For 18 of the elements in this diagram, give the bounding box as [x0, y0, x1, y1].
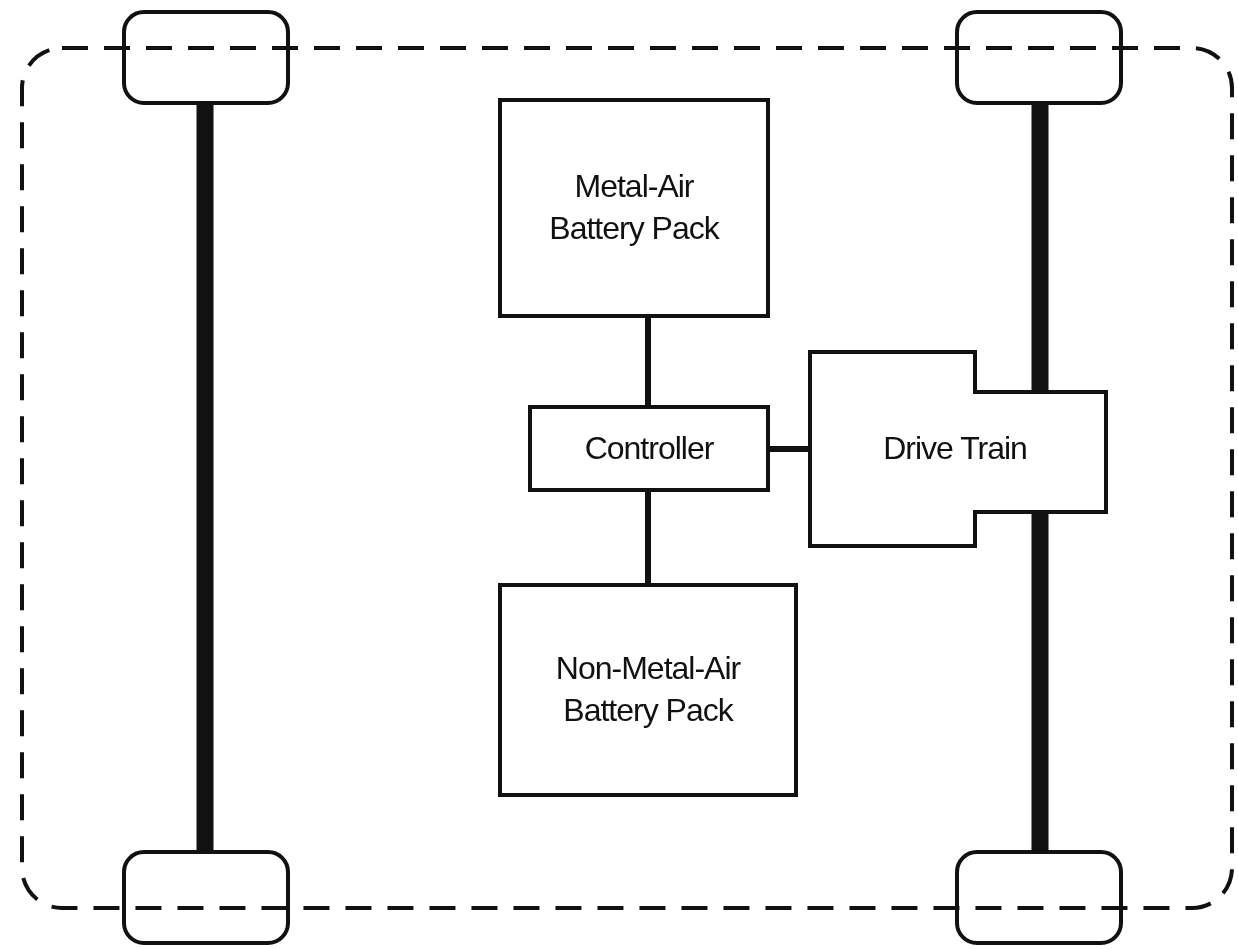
component-label: Controller [584, 428, 714, 468]
wheel [122, 10, 290, 105]
wheel [122, 850, 290, 945]
axle-line [1031, 512, 1049, 850]
component-box [498, 583, 798, 797]
component-label: Drive Train [883, 429, 1027, 469]
wheel [955, 850, 1123, 945]
component-box [528, 405, 770, 492]
connector-line [770, 446, 808, 452]
axle-line [196, 105, 214, 850]
wheel [955, 10, 1123, 105]
component-box [498, 98, 770, 318]
axle-line [1031, 105, 1049, 392]
component-label: Non-Metal-Air Battery Pack [554, 649, 742, 730]
connector-line [645, 492, 651, 583]
drive-train-block [808, 350, 1108, 548]
connector-line [645, 318, 651, 405]
component-label: Metal-Air Battery Pack [548, 167, 721, 248]
